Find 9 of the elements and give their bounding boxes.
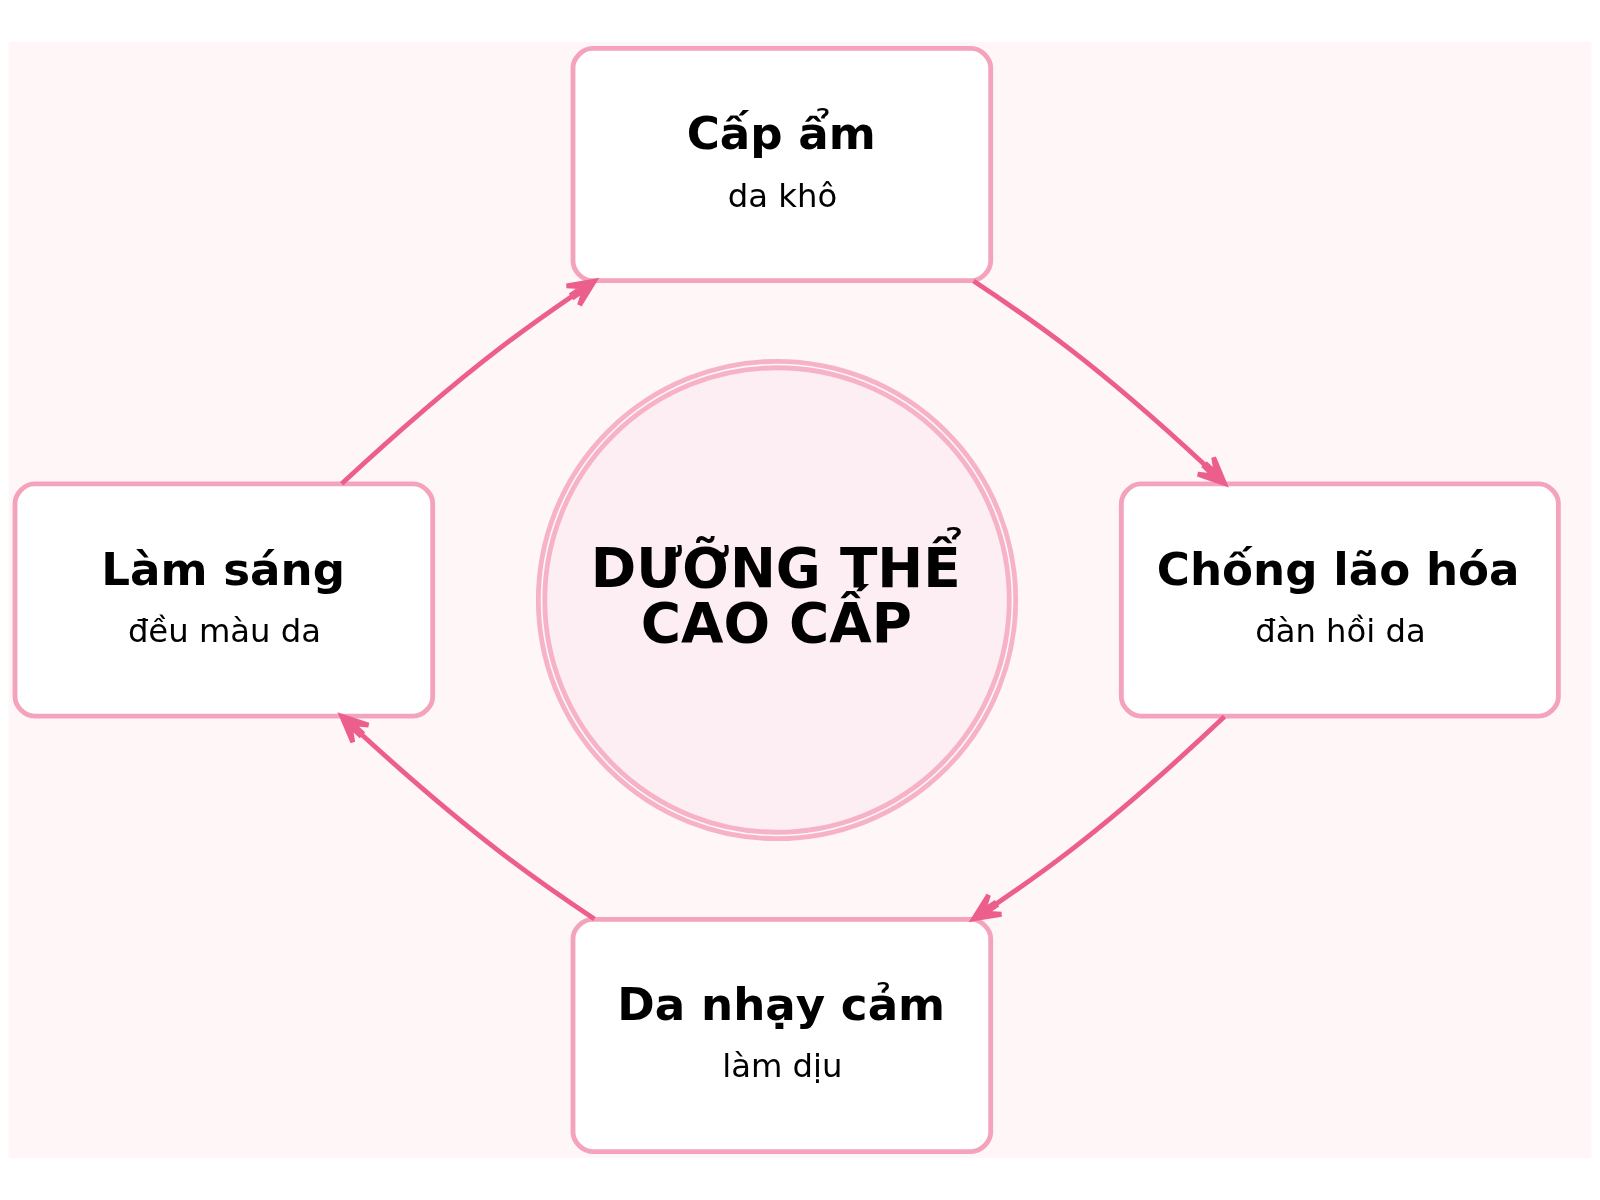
arrow bbox=[972, 279, 1227, 486]
node-box: Chống lão hóa đàn hồi da bbox=[1118, 481, 1561, 719]
node-box: Da nhạy cảm làm dịu bbox=[570, 916, 994, 1154]
arrow bbox=[340, 278, 597, 486]
node-box: Làm sáng đều màu da bbox=[12, 481, 436, 719]
node-box: Cấp ẩm da khô bbox=[570, 46, 994, 284]
arrow bbox=[339, 713, 596, 921]
arrow bbox=[971, 714, 1227, 922]
node-circle: DƯỠNG THỂ CAO CẤP bbox=[535, 358, 1019, 842]
